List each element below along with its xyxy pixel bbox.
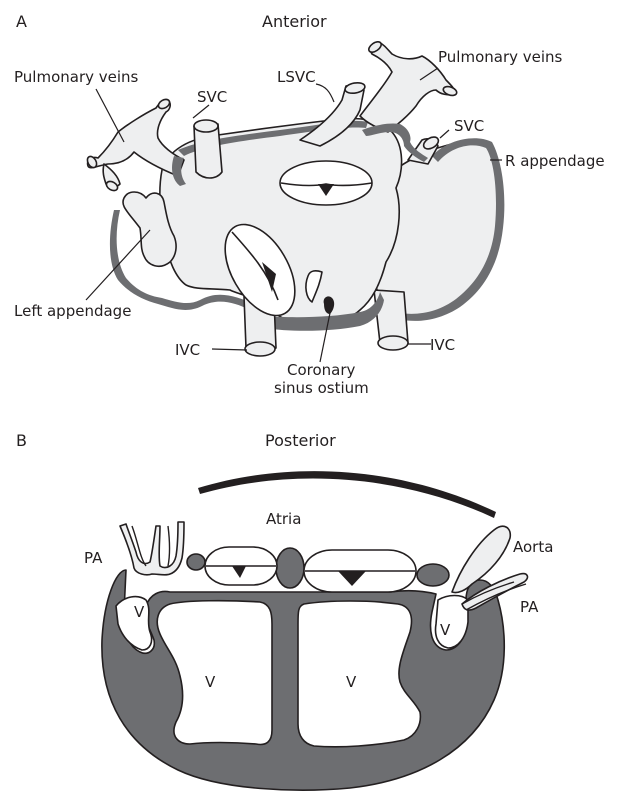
label-atria: Atria [266,510,301,528]
panel-a-letter: A [16,12,27,31]
label-coronary-line2: sinus ostium [274,379,369,397]
left-ivc-opening [245,342,275,356]
ivc-left-leader [212,349,247,350]
label-ivc-left: IVC [175,341,200,359]
left-pulmonary-veins [88,99,184,176]
svc-right-leader [440,130,449,138]
right-septal-nodule [417,564,449,586]
left-appendage-leader [86,230,150,300]
label-left-appendage: Left appendage [14,302,131,320]
central-septal-nodule [276,548,304,588]
label-svc-right: SVC [454,117,484,135]
label-v-left-notch: V [134,603,145,621]
label-v-right-notch: V [440,621,451,639]
label-r-appendage: R appendage [505,152,605,170]
upper-av-valve [280,161,372,205]
label-pulmonary-veins-right: Pulmonary veins [438,48,563,66]
label-lsvc: LSVC [277,68,316,86]
panel-b-letter: B [16,431,27,450]
panel-b: B Posterior Atria PA A [16,431,553,790]
label-ivc-right: IVC [430,336,455,354]
label-pa-right: PA [520,598,539,616]
label-pulmonary-veins-left: Pulmonary veins [14,68,139,86]
label-v-left-ventricle: V [205,673,216,691]
lsvc-leader [316,84,334,102]
label-v-right-ventricle: V [346,673,357,691]
left-septal-nodule [187,554,205,570]
pa-left-outer [120,522,184,575]
panel-a-orientation: Anterior [262,12,327,31]
label-aorta: Aorta [513,538,553,556]
svc-left-leader [193,105,209,118]
right-ivc-opening [378,336,408,350]
panel-a: A Anterior [14,12,605,397]
left-svc-opening [194,120,218,132]
label-coronary-line1: Coronary [287,361,356,379]
panel-b-orientation: Posterior [265,431,336,450]
right-pv-opening-right [442,85,458,97]
pv-left-leader [96,89,124,142]
posterior-arc [198,471,496,518]
label-svc-left: SVC [197,88,227,106]
label-pa-left: PA [84,549,103,567]
